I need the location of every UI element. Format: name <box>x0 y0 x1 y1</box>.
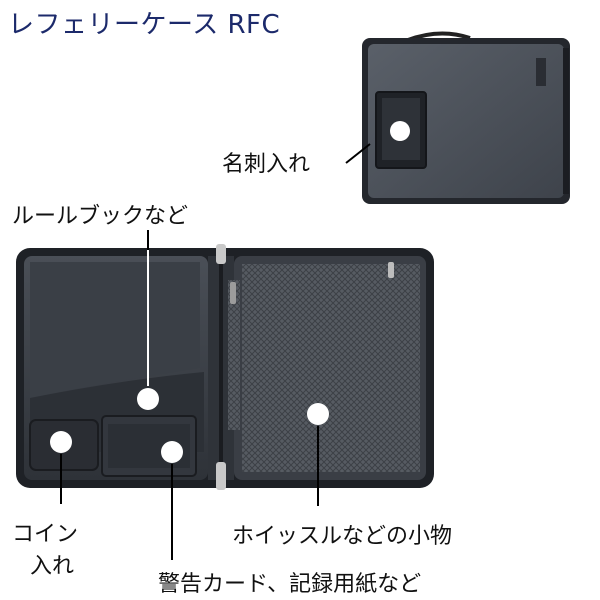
product-title: レフェリーケース RFC <box>8 10 281 40</box>
open-case-image <box>16 244 434 490</box>
whistle-label: ホイッスルなどの小物 <box>232 524 453 549</box>
rulebook-marker <box>137 388 159 410</box>
coin-label-line2: 入れ <box>30 554 75 579</box>
cards-marker <box>161 441 183 463</box>
card-holder-pointer <box>345 143 371 164</box>
card-holder-marker <box>390 121 410 141</box>
coin-marker <box>50 431 72 453</box>
cards-label: 警告カード、記録用紙など <box>158 572 422 597</box>
coin-label-line1: コイン <box>12 522 79 547</box>
rulebook-label: ルールブックなど <box>12 204 189 229</box>
whistle-marker <box>307 403 329 425</box>
card-holder-label: 名刺入れ <box>222 152 311 177</box>
closed-case-image <box>362 31 570 204</box>
